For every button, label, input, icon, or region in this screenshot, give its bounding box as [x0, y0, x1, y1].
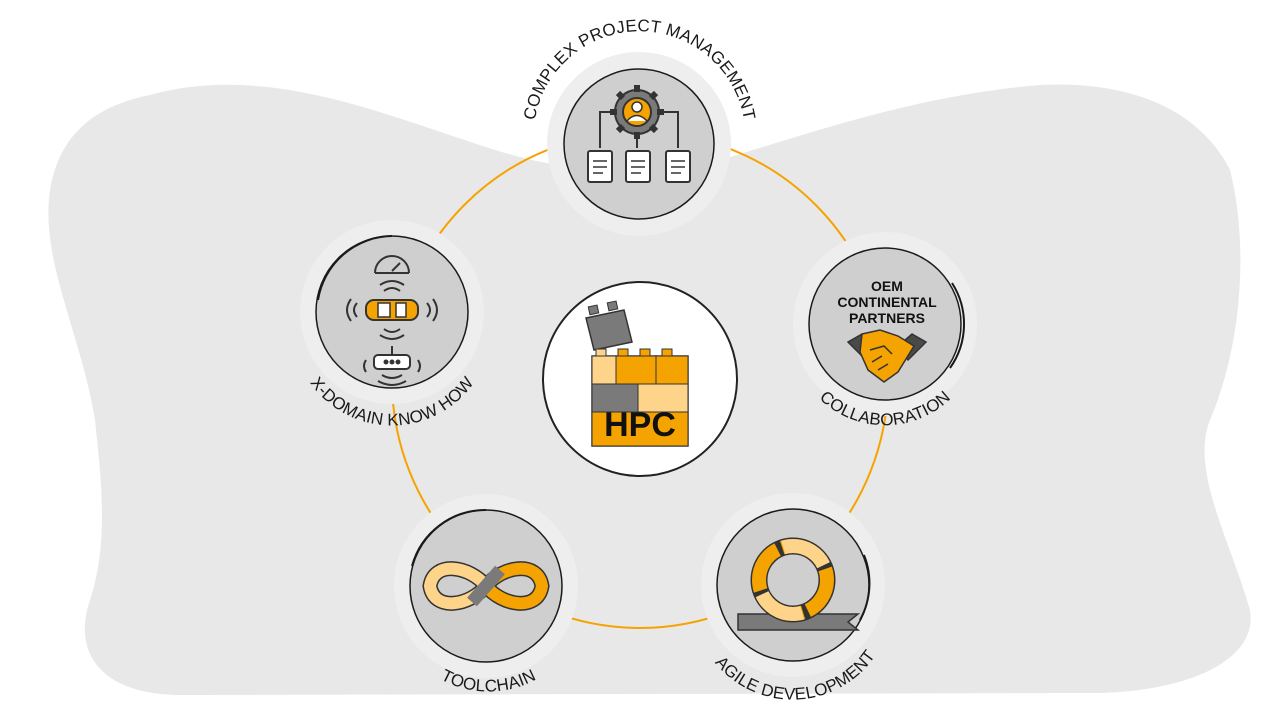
node-toolchain: TOOLCHAIN	[394, 494, 578, 696]
infinity-icon	[422, 561, 550, 611]
node-agile-development: AGILE DEVELOPMENT	[701, 493, 885, 704]
loose-brick-icon	[585, 300, 633, 351]
hpc-label: HPC	[604, 406, 676, 444]
node-collaboration: OEM CONTINENTAL PARTNERS COLLABORATION	[793, 232, 977, 429]
handshake-icon	[846, 329, 928, 383]
collab-line-partners: PARTNERS	[849, 310, 925, 326]
node-complex-project-management: COMPLEX PROJECT MANAGEMENT	[520, 16, 759, 236]
collab-line-oem: OEM	[871, 278, 903, 294]
collab-line-continental: CONTINENTAL	[837, 294, 937, 310]
connected-car-icon	[346, 255, 438, 386]
center-node: HPC	[542, 281, 738, 477]
agile-cycle-icon	[737, 537, 861, 631]
node-x-domain-know-how: X-DOMAIN KNOW HOW	[300, 220, 484, 429]
gear-user-documents-icon	[587, 85, 691, 183]
hpc-bricks-icon: HPC	[591, 348, 689, 447]
